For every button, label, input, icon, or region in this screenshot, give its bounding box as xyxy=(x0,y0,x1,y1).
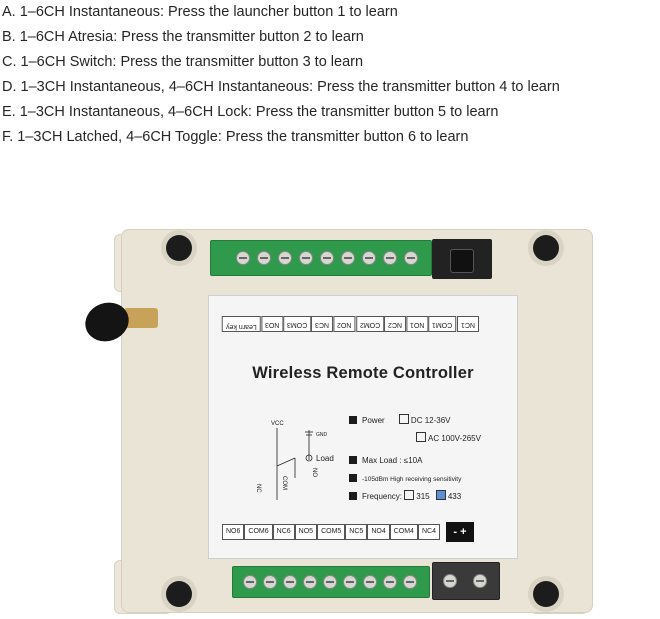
instruction-c: C. 1–6CH Switch: Press the transmitter b… xyxy=(2,54,364,70)
max-load-spec: Max Load : ≤10A xyxy=(349,456,422,465)
screw-icon xyxy=(343,575,357,589)
screw-icon xyxy=(323,575,337,589)
instruction-f: F. 1–3CH Latched, 4–6CH Toggle: Press th… xyxy=(2,129,469,145)
bullet-icon xyxy=(349,456,357,464)
screw-icon xyxy=(443,574,457,588)
screw-icon xyxy=(362,251,376,265)
top-terminal-labels: Learn key NO3 COM3 NC3 NO2 COM2 NC2 NO1 … xyxy=(222,316,479,332)
mount-hole-top-left xyxy=(166,235,192,261)
terminal-label: COM1 xyxy=(428,316,457,332)
gnd-label: GND xyxy=(316,432,328,438)
terminal-label: NO3 xyxy=(260,316,284,332)
screw-icon xyxy=(383,251,397,265)
terminal-label: COM5 xyxy=(317,524,346,540)
bullet-icon xyxy=(349,416,357,424)
mount-hole-bottom-right xyxy=(533,581,559,607)
screw-icon xyxy=(320,251,334,265)
bottom-terminal-block xyxy=(232,566,430,598)
load-label: Load xyxy=(316,454,334,463)
screw-icon xyxy=(341,251,355,265)
terminal-label: NO1 xyxy=(406,316,429,332)
checkbox-icon xyxy=(398,414,409,424)
vcc-label: VCC xyxy=(271,421,284,427)
bottom-terminal-labels: NO6 COM6 NC6 NO5 COM5 NC5 NO4 COM4 NC4 -… xyxy=(222,522,474,542)
mount-hole-top-right xyxy=(533,235,559,261)
screw-icon xyxy=(383,575,397,589)
terminal-label: NO2 xyxy=(333,316,356,332)
power-terminal-block xyxy=(432,562,500,600)
antenna-connector xyxy=(124,308,158,328)
mount-hole-bottom-left xyxy=(166,581,192,607)
terminal-label: NC3 xyxy=(311,316,334,332)
terminal-label: COM3 xyxy=(283,316,312,332)
frequency-spec: Frequency: 315 433 xyxy=(349,490,461,501)
terminal-label: NC2 xyxy=(384,316,407,332)
checkbox-icon xyxy=(416,432,426,442)
no-label: NO xyxy=(311,468,317,477)
bullet-icon xyxy=(349,474,357,482)
terminal-label: NC5 xyxy=(345,524,368,540)
screw-icon xyxy=(278,251,292,265)
terminal-label: NO4 xyxy=(367,524,390,540)
product-title: Wireless Remote Controller xyxy=(252,364,474,382)
polarity-label: - + xyxy=(445,522,474,542)
screw-icon xyxy=(403,575,417,589)
ac-spec: AC 100V-265V xyxy=(416,432,481,443)
screw-icon xyxy=(257,251,271,265)
instruction-e: E. 1–3CH Instantaneous, 4–6CH Lock: Pres… xyxy=(2,104,499,120)
terminal-label: COM2 xyxy=(355,316,385,332)
screw-icon xyxy=(363,575,377,589)
learn-button-housing xyxy=(432,239,492,279)
terminal-label: COM6 xyxy=(244,524,273,540)
controller-label: Learn key NO3 COM3 NC3 NO2 COM2 NC2 NO1 … xyxy=(208,295,518,559)
power-spec: Power DC 12-36V xyxy=(349,414,451,425)
screw-icon xyxy=(299,251,313,265)
screw-icon xyxy=(243,575,257,589)
screw-icon xyxy=(236,251,250,265)
learn-button[interactable] xyxy=(450,249,474,273)
terminal-label: NO6 xyxy=(222,524,245,540)
screw-icon xyxy=(263,575,277,589)
terminal-label: NC1 xyxy=(456,316,479,332)
terminal-label: NO5 xyxy=(294,524,318,540)
instruction-a: A. 1–6CH Instantaneous: Press the launch… xyxy=(2,4,398,20)
checkbox-433-checked-icon xyxy=(435,490,446,500)
learn-key-label: Learn key xyxy=(222,316,261,332)
sensitivity-spec: -105dBm High receiving sensitivity xyxy=(349,474,461,483)
bullet-icon xyxy=(349,492,357,500)
top-terminal-block xyxy=(210,240,432,276)
wiring-diagram-icon: VCC GND Load NC COM NO xyxy=(255,421,334,500)
nc-label: NC xyxy=(255,484,261,493)
terminal-label: NC4 xyxy=(417,524,440,540)
terminal-label: COM4 xyxy=(389,524,418,540)
screw-icon xyxy=(283,575,297,589)
checkbox-315-icon xyxy=(404,490,415,500)
instruction-b: B. 1–6CH Atresia: Press the transmitter … xyxy=(2,29,364,45)
terminal-label: NC6 xyxy=(272,524,295,540)
screw-icon xyxy=(404,251,418,265)
instruction-d: D. 1–3CH Instantaneous, 4–6CH Instantane… xyxy=(2,79,560,95)
com-label: COM xyxy=(281,476,287,490)
screw-icon xyxy=(473,574,487,588)
instructions-list: A. 1–6CH Instantaneous: Press the launch… xyxy=(2,0,658,150)
screw-icon xyxy=(303,575,317,589)
